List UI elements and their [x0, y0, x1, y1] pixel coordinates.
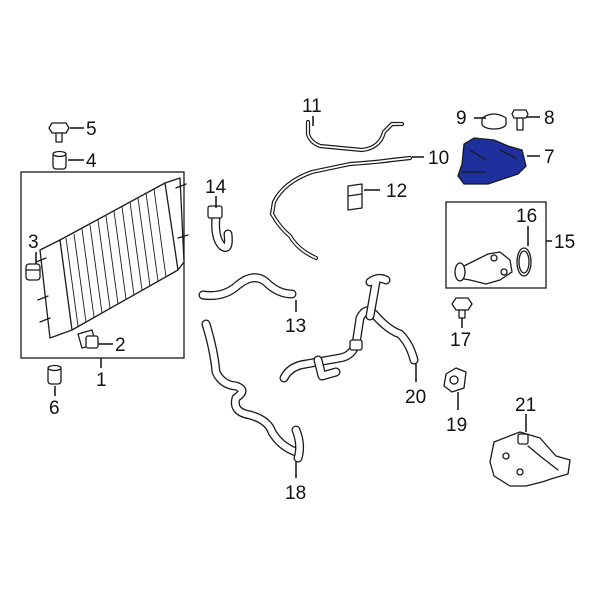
- callout-16: 16: [516, 206, 537, 227]
- radiator: [35, 177, 189, 339]
- hose-part-18: [201, 319, 305, 463]
- seal-part-16: [516, 247, 532, 277]
- grommet-part-4: [52, 150, 67, 170]
- thermostat-housing: [454, 251, 513, 285]
- callout-15: 15: [554, 232, 575, 253]
- reservoir-cap: [481, 113, 507, 130]
- water-pump-housing: [489, 431, 571, 487]
- bolt-part-8: [511, 109, 529, 131]
- callout-21: 21: [515, 395, 536, 416]
- reservoir-body: [457, 137, 527, 185]
- sensor-part-19: [443, 367, 467, 393]
- radiator-group-box: [20, 171, 185, 359]
- callout-6: 6: [49, 398, 60, 419]
- hose-part-14: [207, 205, 233, 252]
- callout-4: 4: [86, 151, 97, 172]
- pipe-part-11: [305, 119, 405, 153]
- callout-7: 7: [544, 147, 555, 168]
- bolt-part-17: [451, 297, 473, 319]
- hose-part-20: [279, 273, 419, 383]
- callout-19: 19: [446, 415, 467, 436]
- thermostat-group-box: [445, 201, 547, 289]
- coolant-reservoir: [457, 137, 527, 185]
- clip-part-12: [347, 183, 363, 211]
- callout-1: 1: [96, 370, 107, 391]
- callout-11: 11: [302, 96, 322, 117]
- leader-lines: [35, 116, 552, 478]
- callout-5: 5: [86, 119, 97, 140]
- radiator-drain-plug: [77, 329, 99, 349]
- bolt-part-5: [48, 122, 70, 143]
- callout-numbers: 5 4 3 2 1 6 7 8 9 10 11 12 14 13 15 16 1…: [28, 96, 575, 504]
- callout-13: 13: [285, 316, 306, 337]
- pipe-part-10: [269, 155, 413, 261]
- callout-18: 18: [285, 483, 306, 504]
- callout-14: 14: [205, 177, 227, 198]
- callout-3: 3: [28, 232, 39, 253]
- hose-part-13: [198, 273, 297, 300]
- callout-17: 17: [450, 330, 471, 351]
- callout-10: 10: [428, 148, 449, 169]
- callout-2: 2: [115, 335, 126, 356]
- callout-9: 9: [456, 108, 467, 129]
- grommet-part-6: [47, 364, 62, 385]
- callout-12: 12: [386, 181, 407, 202]
- radiator-fitting: [25, 263, 41, 281]
- callout-8: 8: [544, 108, 555, 129]
- callout-20: 20: [405, 387, 426, 408]
